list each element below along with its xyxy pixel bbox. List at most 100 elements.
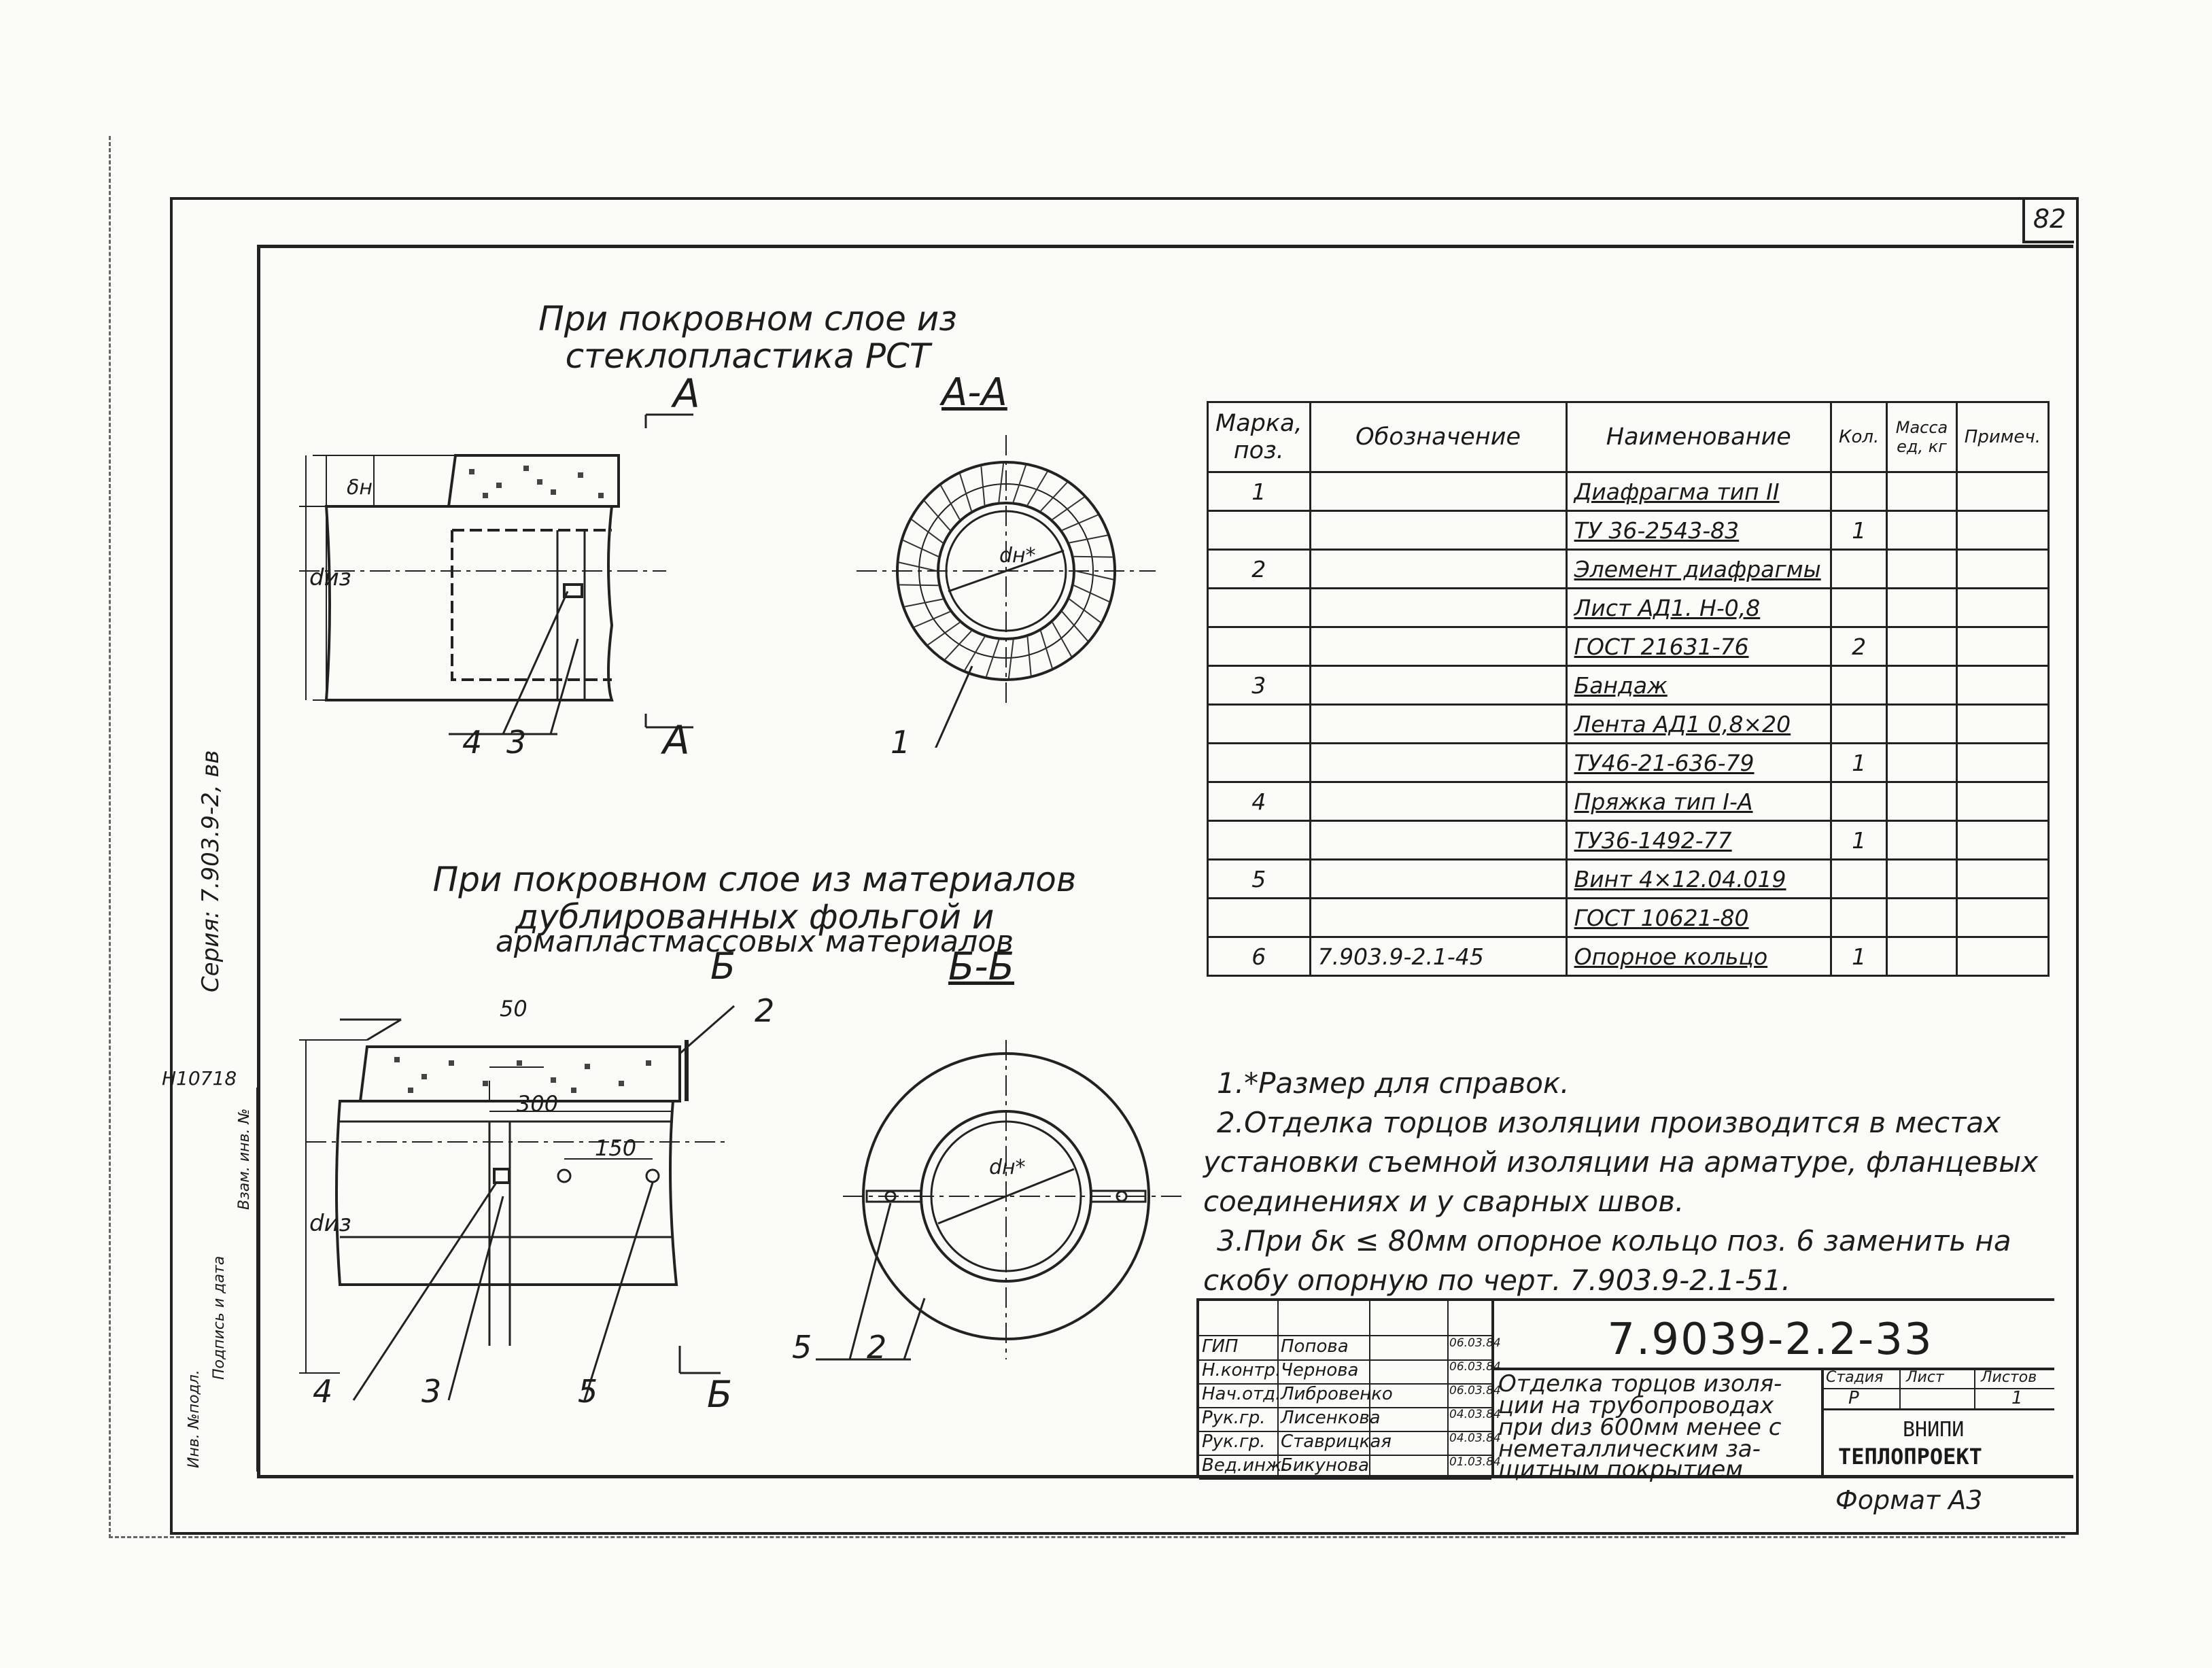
diaphragm-rib: [1026, 471, 1048, 506]
section-bb-title: Б-Б: [948, 945, 1015, 989]
diaphragm-rib: [1007, 640, 1014, 679]
spec-note-cell: [1955, 897, 2050, 938]
spec-pos-cell: [1207, 820, 1311, 861]
spec-designation-cell: [1309, 471, 1568, 512]
spec-note-cell: [1955, 549, 2050, 589]
diaphragm-rib: [1069, 534, 1108, 544]
doc-code: 7.9039-2.2-33: [1607, 1315, 1933, 1365]
spec-note-cell: [1955, 936, 2050, 977]
spec-qty-cell: 1: [1829, 936, 1888, 977]
spec-pos-cell: [1207, 510, 1311, 551]
spec-name-cell: ТУ46-21-636-79: [1565, 742, 1832, 783]
stamp-date: 06.03.84: [1449, 1384, 1501, 1397]
spec-qty-cell: [1829, 471, 1888, 512]
stamp-date: 01.03.84: [1449, 1455, 1501, 1469]
note-line-5: 3.При δк ≤ 80мм опорное кольцо поз. 6 за…: [1217, 1224, 2011, 1257]
stamp-role: Н.контр.: [1202, 1360, 1281, 1380]
diaphragm-rib: [924, 500, 951, 531]
stage-value: Р: [1848, 1388, 1859, 1408]
spec-header-designation: Обозначение: [1309, 401, 1568, 473]
stamp-role: Рук.гр.: [1202, 1408, 1266, 1428]
section-bb-drawing: [816, 1040, 1183, 1361]
note-line-2: 2.Отделка торцов изоляции производится в…: [1217, 1106, 2001, 1139]
stamp-hline-code: [1491, 1368, 2054, 1370]
stamp-desc-4: неметаллическим за-: [1498, 1436, 1761, 1463]
diaphragm-rib: [1040, 482, 1068, 512]
spec-designation-cell: [1309, 858, 1568, 899]
stamp-name: Бикунова: [1281, 1455, 1369, 1476]
section-aa-dim-inner: dн*: [999, 544, 1036, 568]
bottom-view-title-2: дублированных фольгой и: [515, 897, 995, 937]
spec-pos-cell: [1207, 703, 1311, 744]
diaphragm-rib: [911, 519, 944, 544]
spec-pos-cell: [1207, 626, 1311, 667]
specification-table: Марка, поз. Обозначение Наименование Кол…: [1207, 401, 2050, 977]
spec-designation-cell: [1309, 742, 1568, 783]
spec-qty-cell: [1829, 549, 1888, 589]
spec-name-cell: Диафрагма тип II: [1565, 471, 1832, 512]
bottom-section-mark-lower: Б: [707, 1373, 733, 1416]
spec-header-note: Примеч.: [1955, 401, 2050, 473]
spec-pos-cell: [1207, 587, 1311, 628]
spec-qty-cell: [1829, 897, 1888, 938]
bottom-dim-150: 150: [595, 1135, 637, 1161]
spec-name-cell: Бандаж: [1565, 665, 1832, 706]
bb-callout-5: 5: [792, 1329, 812, 1366]
spec-designation-cell: [1309, 703, 1568, 744]
spec-mass-cell: [1886, 742, 1958, 783]
spec-name-cell: Лист АД1. Н-0,8: [1565, 587, 1832, 628]
stamp-vline-4: [1491, 1301, 1494, 1478]
spec-qty-cell: 1: [1829, 510, 1888, 551]
diaphragm-rib: [986, 640, 1000, 677]
spec-qty-cell: 1: [1829, 742, 1888, 783]
side-col-1: Инв. №подл.: [186, 1370, 203, 1468]
stamp-vline-3: [1447, 1301, 1449, 1478]
spec-qty-cell: [1829, 587, 1888, 628]
diaphragm-rib: [1052, 496, 1085, 521]
stamp-vline-2: [1369, 1301, 1370, 1478]
spec-name-cell: ГОСТ 10621-80: [1565, 897, 1832, 938]
diaphragm-rib: [927, 621, 961, 646]
drawing-inner-frame: [257, 245, 2073, 1478]
spec-name-cell: Лента АД1 0,8×20: [1565, 703, 1832, 744]
org-name-2: ТЕПЛОПРОЕКТ: [1838, 1444, 1982, 1470]
stamp-desc-3: при dиз 600мм менее с: [1498, 1414, 1782, 1441]
spec-mass-cell: [1886, 665, 1958, 706]
stamp-desc-1: Отделка торцов изоля-: [1498, 1370, 1782, 1397]
spec-qty-cell: [1829, 858, 1888, 899]
spec-note-cell: [1955, 665, 2050, 706]
spec-note-cell: [1955, 510, 2050, 551]
diaphragm-rib: [1052, 622, 1072, 657]
format-label: Формат А3: [1835, 1485, 1983, 1515]
side-code: Н10718: [162, 1067, 237, 1090]
spec-qty-cell: [1829, 781, 1888, 822]
note-line-1: 1.*Размер для справок.: [1217, 1066, 1570, 1100]
diaphragm-rib: [1062, 514, 1099, 531]
stamp-role: Рук.гр.: [1202, 1431, 1266, 1452]
diaphragm-rib: [1061, 611, 1088, 642]
note-line-3: установки съемной изоляции на арматуре, …: [1203, 1145, 2039, 1179]
diaphragm-rib: [1069, 598, 1101, 623]
bottom-view-title-3: армапластмассовых материалов: [495, 924, 1014, 959]
stamp-date: 04.03.84: [1449, 1431, 1501, 1445]
spec-pos-cell: 3: [1207, 665, 1311, 706]
spec-name-cell: Опорное кольцо: [1565, 936, 1832, 977]
bottom-callout-2: 2: [755, 992, 775, 1029]
stage-label: Стадия: [1826, 1369, 1884, 1386]
diaphragm-rib: [980, 466, 986, 506]
stamp-desc-5: щитным покрытием: [1498, 1456, 1743, 1483]
spec-pos-cell: 1: [1207, 471, 1311, 512]
org-name-1: ВНИПИ: [1903, 1418, 1965, 1442]
diaphragm-rib: [903, 539, 939, 557]
note-line-6: скобу опорную по черт. 7.903.9-2.1-51.: [1203, 1264, 1791, 1297]
diaphragm-rib: [944, 630, 972, 660]
spec-designation-cell: [1309, 549, 1568, 589]
stamp-date: 06.03.84: [1449, 1336, 1501, 1350]
bottom-view-title-1: При покровном слое из материалов: [432, 860, 1077, 899]
